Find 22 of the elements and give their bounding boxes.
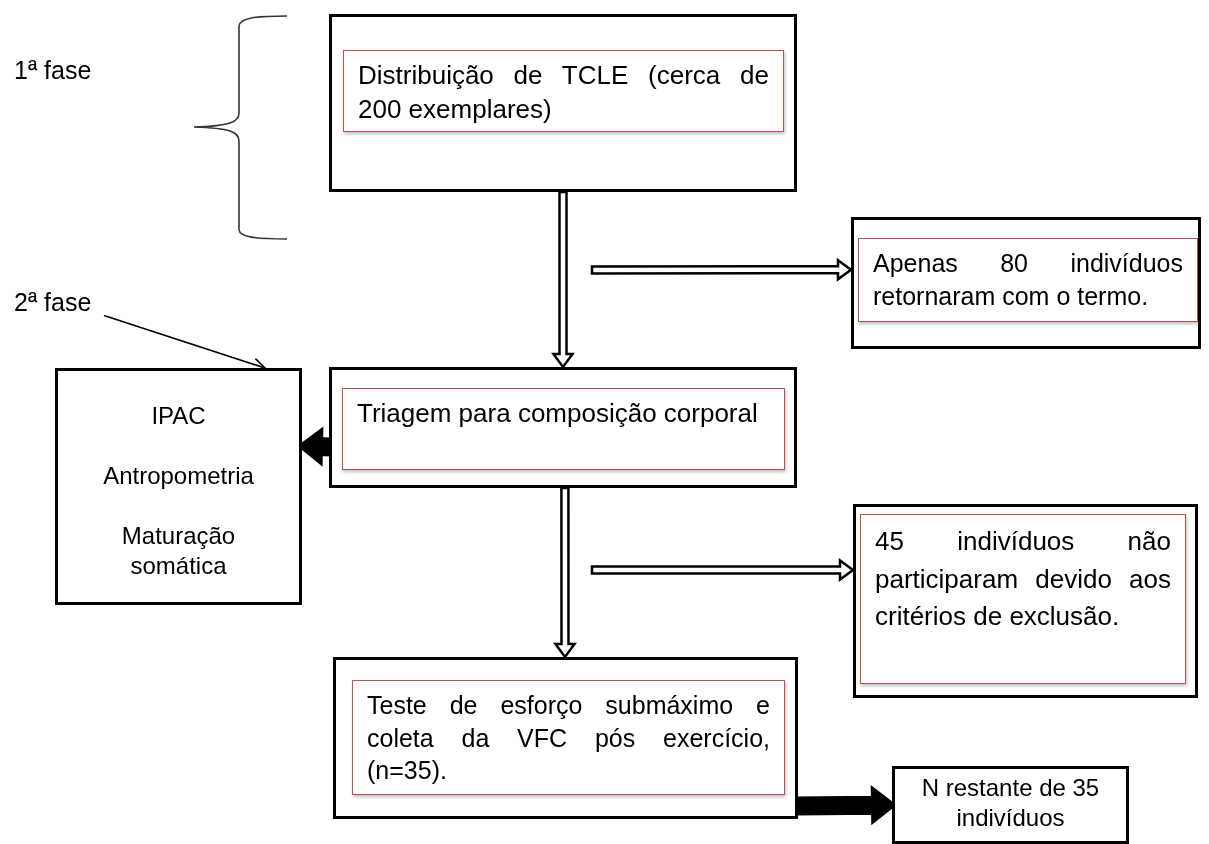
frame-box <box>851 217 1201 349</box>
text-box: Distribuição de TCLE (cerca de 200 exemplares) <box>343 50 784 132</box>
box-text: N restante de 35 indivíduos <box>920 773 1101 833</box>
box-text: IPAC <box>151 401 206 431</box>
text-box: Teste de esforço submáximo e coleta da VFC pós exercício, (n=35). <box>352 680 785 795</box>
process-box <box>55 368 302 605</box>
arrow <box>551 190 575 370</box>
text-box: Apenas 80 indivíduos retornaram com o termo. <box>858 238 1198 322</box>
box-text: Maturação somática <box>120 521 237 581</box>
frame-box <box>333 657 798 819</box>
frame-box <box>853 504 1198 698</box>
arrow <box>590 558 856 582</box>
box-text: Antropometria <box>103 461 254 491</box>
arrow <box>553 486 577 660</box>
text-box: 45 indivíduos não participaram devido aos critérios de exclusão. <box>860 514 1186 684</box>
process-box <box>892 766 1129 844</box>
text-box: Triagem para composição corporal <box>342 388 785 470</box>
phase-label: 1ª fase <box>14 56 92 85</box>
phase-label: 2ª fase <box>14 287 92 318</box>
frame-box <box>329 367 797 488</box>
arrow <box>590 257 854 282</box>
frame-box <box>329 14 797 192</box>
